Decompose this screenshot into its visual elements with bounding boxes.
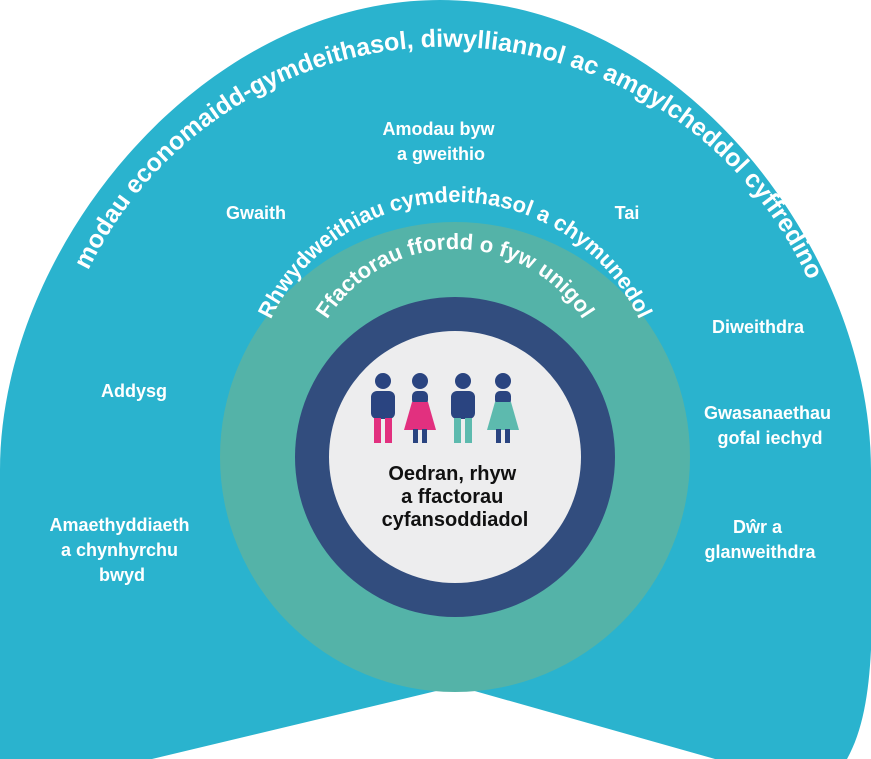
label-housing: Tai — [615, 203, 640, 223]
label-unemployment: Diweithdra — [712, 317, 805, 337]
female-figure-icon — [487, 373, 519, 443]
label-education: Addysg — [101, 381, 167, 401]
label-work: Gwaith — [226, 203, 286, 223]
female-figure-icon — [404, 373, 436, 443]
people-icons — [371, 373, 519, 443]
label-water-sanitation: Dŵr a glanweithdra — [704, 517, 816, 562]
label-agriculture: Amaethyddiaeth a chynhyrchu bwyd — [49, 515, 194, 585]
core-circle — [329, 331, 581, 583]
male-figure-icon — [451, 373, 475, 443]
core-label: Oedran, rhyw a ffactorau cyfansoddiadol — [382, 463, 529, 531]
label-living-working: Amodau byw a gweithio — [382, 119, 499, 164]
label-health-services: Gwasanaethau gofal iechyd — [704, 403, 836, 448]
male-figure-icon — [371, 373, 395, 443]
